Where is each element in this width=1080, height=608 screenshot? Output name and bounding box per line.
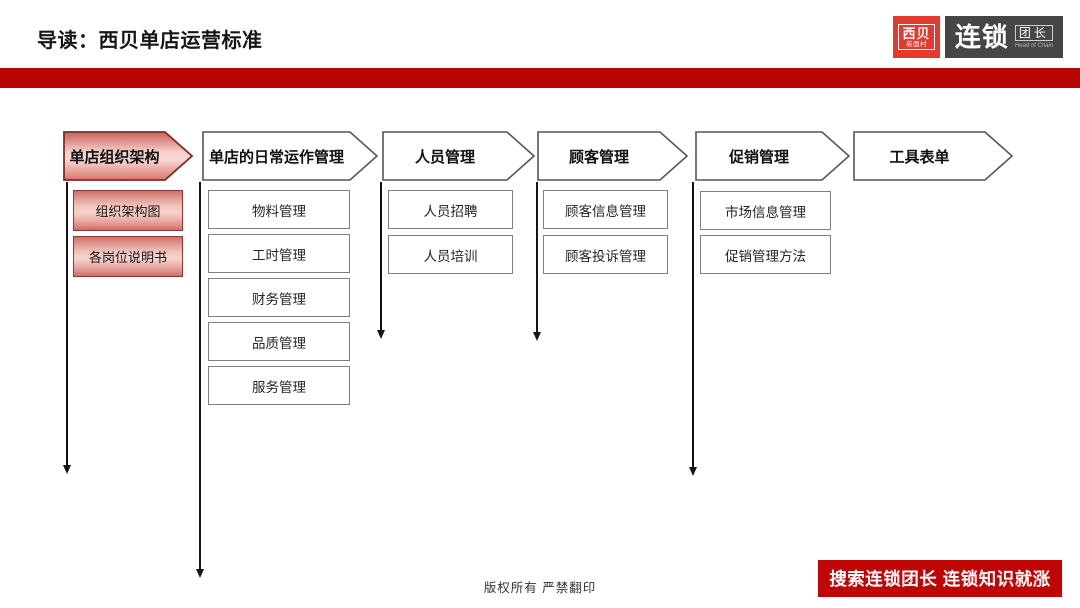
down-arrow-daily-ops <box>196 182 203 578</box>
item-box: 顾客投诉管理 <box>543 235 668 274</box>
chain-logo-badge: 团长 <box>1014 25 1053 41</box>
down-arrow-customer <box>533 182 540 341</box>
item-box: 市场信息管理 <box>700 191 831 230</box>
column-header-promotion: 促销管理 <box>695 131 851 181</box>
item-box: 各岗位说明书 <box>73 236 183 277</box>
item-box: 财务管理 <box>208 278 350 317</box>
copyright-text: 版权所有 严禁翻印 <box>483 581 597 595</box>
down-arrow-store-org <box>63 182 70 474</box>
item-box: 工时管理 <box>208 234 350 273</box>
item-box: 服务管理 <box>208 366 350 405</box>
accent-bar <box>0 68 1080 88</box>
chain-leader-logo: 连锁 团长 Head of Chain <box>945 16 1063 58</box>
column-header-store-org: 单店组织架构 <box>63 131 194 181</box>
xibei-logo-frame: 西贝 莜面村 <box>898 23 935 51</box>
column-header-label: 人员管理 <box>414 148 475 166</box>
chevron-shape <box>537 131 689 181</box>
down-arrow-promotion <box>689 182 696 476</box>
item-box: 组织架构图 <box>73 190 183 231</box>
page-title: 导读：西贝单店运营标准 <box>37 30 263 52</box>
column-header-label: 促销管理 <box>728 148 789 166</box>
item-box: 物料管理 <box>208 190 350 229</box>
item-box: 人员培训 <box>388 235 513 274</box>
xibei-logo-subtitle: 莜面村 <box>905 40 927 48</box>
item-box: 品质管理 <box>208 322 350 361</box>
column-header-daily-ops: 单店的日常运作管理 <box>202 131 379 181</box>
down-arrow-staff <box>377 182 384 339</box>
chevron-shape <box>382 131 536 181</box>
xibei-logo: 西贝 莜面村 <box>893 16 940 58</box>
item-box: 人员招聘 <box>388 190 513 229</box>
column-header-staff: 人员管理 <box>382 131 536 181</box>
column-header-label: 顾客管理 <box>568 148 629 166</box>
chevron-shape <box>853 131 1014 181</box>
chevron-shape <box>695 131 851 181</box>
column-header-tools: 工具表单 <box>853 131 1014 181</box>
chain-logo-tagline: Head of Chain <box>1014 43 1054 49</box>
column-header-label: 单店的日常运作管理 <box>208 148 344 166</box>
column-header-label: 工具表单 <box>889 148 950 166</box>
item-box: 促销管理方法 <box>700 235 831 274</box>
column-header-customer: 顾客管理 <box>537 131 689 181</box>
chain-logo-right: 团长 Head of Chain <box>1014 25 1054 49</box>
chain-logo-main-text: 连锁 <box>954 22 1009 52</box>
item-box: 顾客信息管理 <box>543 190 668 229</box>
search-banner: 搜索连锁团长 连锁知识就涨 <box>818 560 1062 597</box>
chevron-shape <box>63 131 194 181</box>
chevron-shape <box>202 131 379 181</box>
xibei-logo-name: 西贝 <box>902 25 931 41</box>
column-header-label: 单店组织架构 <box>69 148 160 166</box>
